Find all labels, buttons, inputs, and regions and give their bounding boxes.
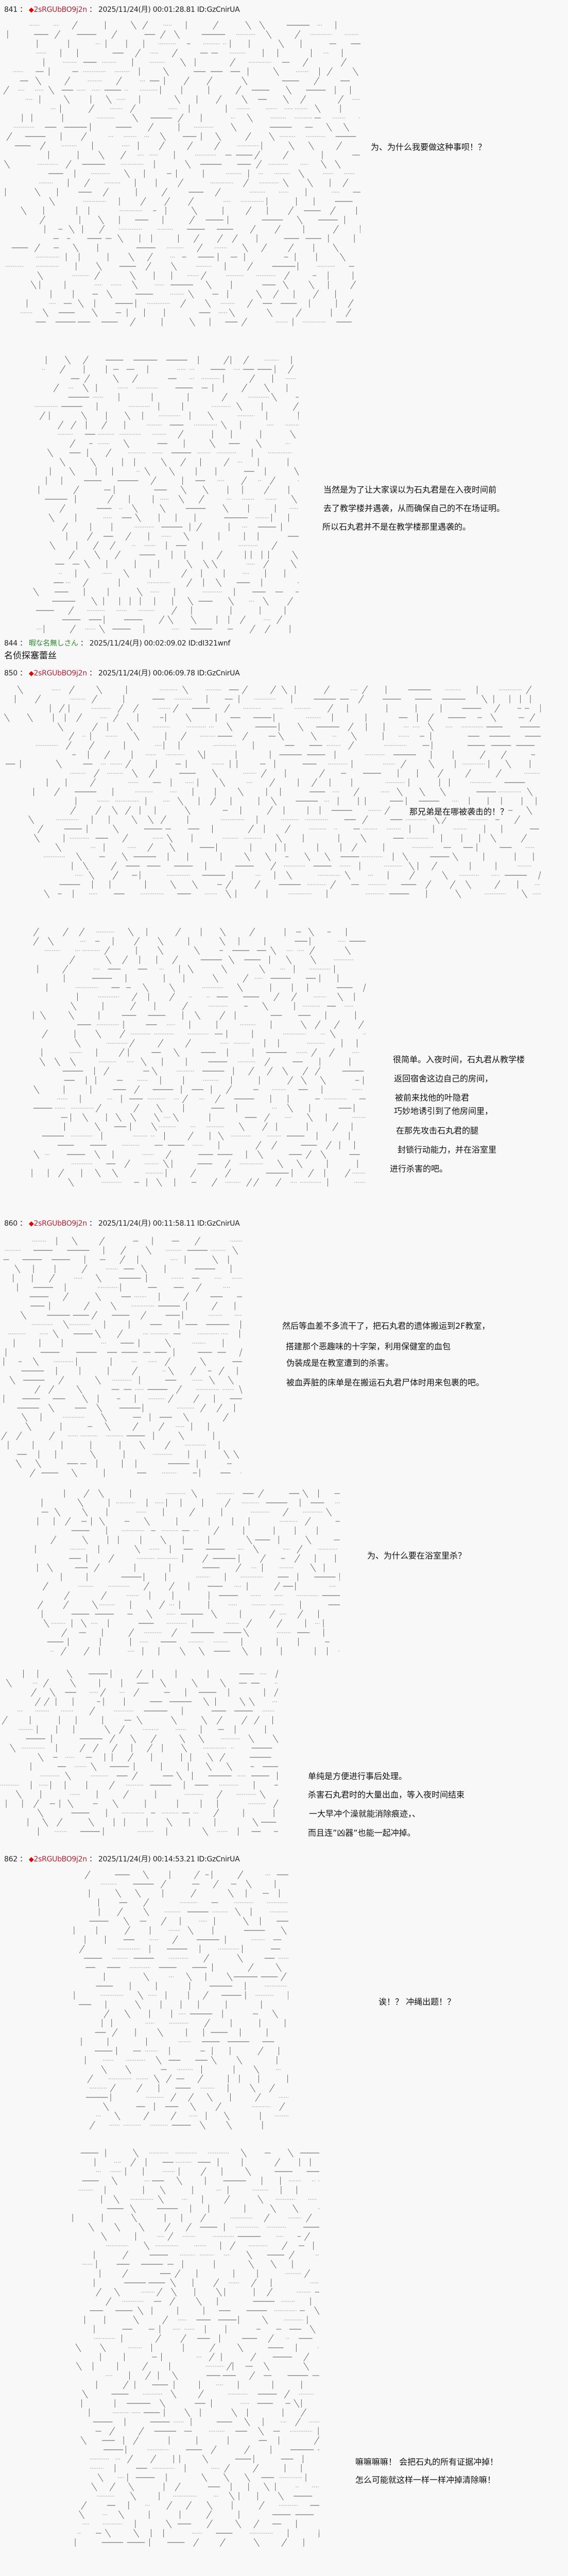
- dialogue-line: 杀害石丸君时的大量出血，等入夜时间结束: [308, 1790, 465, 1800]
- post-number: 850: [4, 669, 18, 677]
- ascii-art-strokes: [3, 21, 360, 327]
- dialogue-line: 当然是为了让大家误以为石丸君是在入夜时间前: [323, 485, 497, 495]
- post-datetime: 2025/11/24(月) 00:01:28.81: [98, 6, 195, 14]
- dialogue-line: 怎么可能就这样一样一样冲掉清除嘛！: [355, 2475, 496, 2485]
- post-datetime: 2025/11/24(月) 00:02:09.02: [89, 639, 186, 648]
- dialogue-line: 在那先攻击石丸君的腿: [396, 1126, 479, 1136]
- poster-name[interactable]: 2sRGUbBO9j2n: [33, 669, 88, 677]
- post-number: 841: [4, 6, 18, 14]
- dialogue-line: 伪装成是在教室遭到的杀害。: [286, 1358, 394, 1368]
- post-id[interactable]: ID:GzCnirUA: [197, 1855, 240, 1863]
- ascii-art-strokes: [4, 685, 541, 899]
- post-number: 844: [4, 639, 18, 648]
- ascii-art-strokes: [1, 1236, 242, 1478]
- dialogue-line: 嘛嘛嘛嘛！ 会把石丸的所有证据冲掉！: [355, 2457, 498, 2467]
- post-datetime: 2025/11/24(月) 00:11:58.11: [98, 1219, 195, 1228]
- post-body: 名侦探塞蕾丝: [4, 651, 57, 661]
- post-header-860: 860 ： ◆2sRGUbBO9j2n ： 2025/11/24(月) 00:1…: [4, 1218, 240, 1228]
- ascii-art-strokes: [1, 1669, 278, 1836]
- dialogue-line: 诶！？ 冲绳出题！？: [378, 1997, 456, 2007]
- ascii-art-figure: [31, 355, 299, 634]
- trip-diamond-icon: ◆: [28, 670, 34, 677]
- dialogue-line: 去了教学楼并遇袭，从而确保自己的不在场证明。: [323, 503, 505, 513]
- dialogue-line: 进行杀害的吧。: [390, 1164, 448, 1174]
- ascii-art-strokes: [33, 355, 299, 634]
- dialogue-line: 一大早冲个澡就能消除痕迹，、: [309, 1809, 421, 1819]
- trip-diamond-icon: ◆: [28, 6, 34, 14]
- separator: ：: [19, 6, 27, 14]
- dialogue-line: 搭建那个恶趣味的十字架，利用保健室的血包: [286, 1342, 451, 1351]
- ascii-art-figure: [0, 1236, 242, 1484]
- dialogue-line: 被前来找他的叶隐君: [395, 1093, 470, 1103]
- poster-name[interactable]: 2sRGUbBO9j2n: [33, 6, 88, 14]
- dialogue-line: 然后等血差不多流干了，把石丸君的遗体搬运到2F教室，: [282, 1321, 490, 1331]
- dialogue-line: 很简单。入夜时间，石丸君从教学楼: [393, 1055, 525, 1064]
- dialogue-line: 单纯是方便进行事后处理。: [308, 1771, 407, 1781]
- dialogue-line: 巧妙地诱引到了他房间里，: [394, 1106, 493, 1116]
- dialogue-line: 所以石丸君并不是在教学楼那里遇袭的。: [322, 522, 471, 532]
- ascii-art-strokes: [72, 2148, 319, 2547]
- post-header-850: 850 ： ◆2sRGUbBO9j2n ： 2025/11/24(月) 00:0…: [4, 668, 240, 678]
- separator: ：: [89, 669, 96, 677]
- dialogue-line: 封锁行动能力，并在浴室里: [398, 1145, 497, 1155]
- ascii-art-figure: [72, 1870, 288, 2138]
- post-id[interactable]: ID:GzCnirUA: [197, 6, 240, 14]
- post-datetime: 2025/11/24(月) 00:14:53.21: [98, 1855, 195, 1863]
- post-datetime: 2025/11/24(月) 00:06:09.78: [98, 669, 195, 677]
- ascii-art-strokes: [31, 927, 366, 1187]
- separator: ：: [19, 1219, 27, 1228]
- post-number: 860: [4, 1219, 18, 1228]
- separator: ：: [80, 639, 88, 648]
- dialogue-line: 为、为什么我要做这种事呗！？: [371, 142, 487, 152]
- separator: ：: [89, 1219, 96, 1228]
- dialogue-line: 返回宿舍这边自己的房间，: [394, 1074, 493, 1083]
- dialogue-line: 而且连”凶器”也能一起冲掉。: [308, 1828, 416, 1838]
- ascii-art-figure: [72, 2148, 319, 2550]
- dialogue-line: 那兄弟是在哪被袭击的！？: [409, 805, 509, 817]
- post-header-844: 844 ： 暇な名無しさん ： 2025/11/24(月) 00:02:09.0…: [4, 638, 230, 648]
- separator: ：: [19, 639, 27, 648]
- ascii-art-figure: [0, 1669, 278, 1844]
- ascii-art-figure: [0, 685, 541, 902]
- post-number: 862: [4, 1855, 18, 1863]
- poster-name[interactable]: 2sRGUbBO9j2n: [33, 1219, 88, 1228]
- post-id[interactable]: ID:dI321wnf: [188, 639, 231, 648]
- post-id[interactable]: ID:GzCnirUA: [197, 669, 240, 677]
- poster-name[interactable]: 暇な名無しさん: [28, 639, 78, 648]
- trip-diamond-icon: ◆: [28, 1856, 34, 1863]
- dialogue-line: 为、为什么要在浴室里杀？: [367, 1551, 467, 1561]
- ascii-art-strokes: [35, 1489, 340, 1656]
- ascii-art-strokes: [74, 1870, 288, 2130]
- ascii-art-figure: [31, 927, 366, 1195]
- post-id[interactable]: ID:GzCnirUA: [197, 1219, 240, 1228]
- separator: ：: [19, 669, 27, 677]
- dialogue-line: 被血弄脏的床单是在搬运石丸君尸体时用来包裹的吧。: [286, 1378, 485, 1387]
- ascii-art-figure: [0, 21, 360, 330]
- separator: ：: [89, 6, 96, 14]
- ascii-art-figure: [31, 1489, 340, 1664]
- post-header-841: 841 ： ◆2sRGUbBO9j2n ： 2025/11/24(月) 00:0…: [4, 4, 240, 14]
- post-header-862: 862 ： ◆2sRGUbBO9j2n ： 2025/11/24(月) 00:1…: [4, 1854, 240, 1864]
- trip-diamond-icon: ◆: [28, 1220, 34, 1228]
- poster-name[interactable]: 2sRGUbBO9j2n: [33, 1855, 88, 1863]
- separator: ：: [89, 1855, 96, 1863]
- separator: ：: [19, 1855, 27, 1863]
